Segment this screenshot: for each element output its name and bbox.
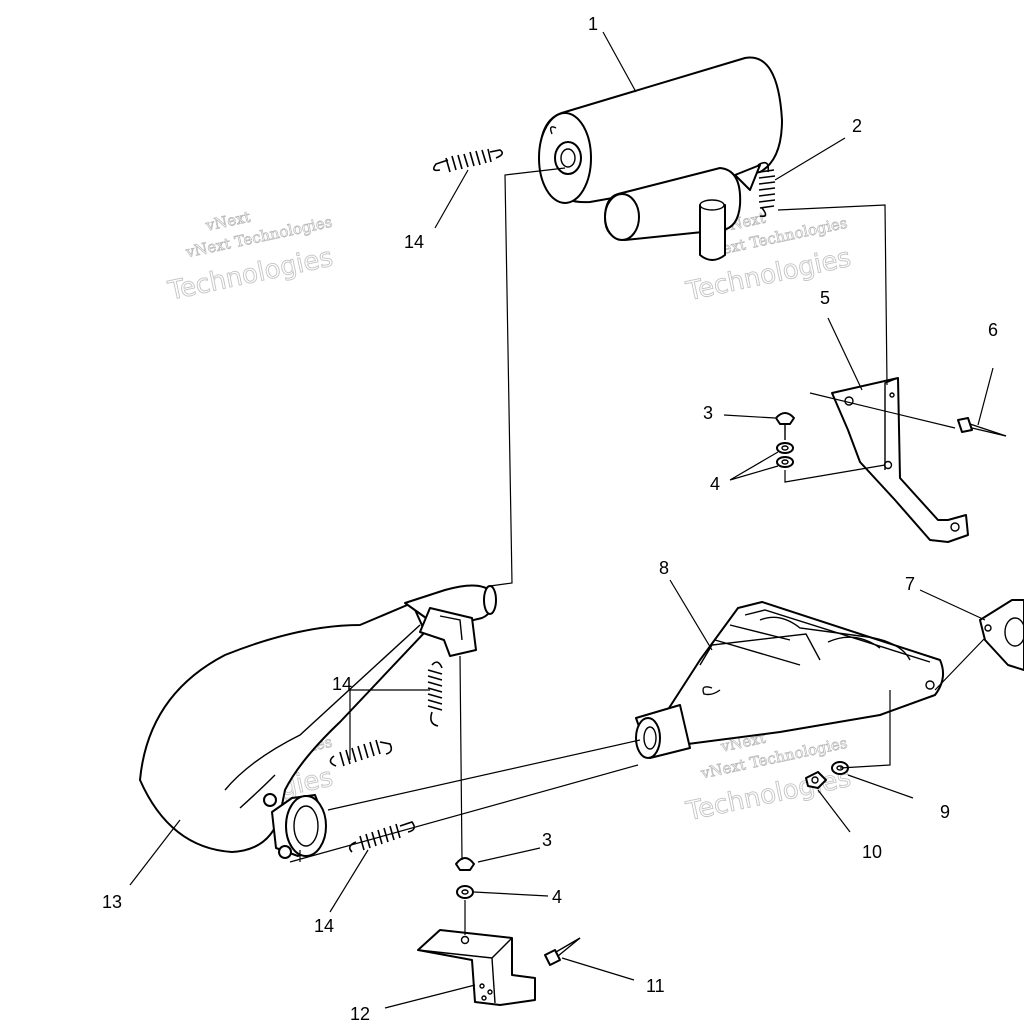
rivet-3-upper	[775, 412, 795, 440]
callout-8: 8	[659, 558, 669, 578]
spring-14-top	[432, 148, 504, 173]
washers-4-upper	[776, 442, 794, 468]
callout-11: 11	[646, 976, 665, 996]
exhaust-pipe	[139, 584, 497, 859]
spring-14-bottom	[348, 821, 416, 853]
watermark-top-left: vNext vNext Technologies Technologies	[164, 207, 335, 307]
callout-14-middle: 14	[332, 674, 352, 694]
callout-3-lower: 3	[542, 830, 552, 850]
callout-leaders	[129, 31, 994, 1009]
callout-12: 12	[350, 1004, 370, 1024]
callout-4-upper: 4	[710, 474, 720, 494]
washer-4-lower	[456, 885, 474, 899]
bolt-11	[544, 937, 581, 966]
lower-bracket	[417, 929, 536, 1006]
callout-7: 7	[905, 574, 915, 594]
spring-14-middle	[329, 739, 393, 767]
assembly-lines	[289, 167, 986, 935]
muffler-bracket	[831, 377, 969, 543]
callout-13: 13	[102, 892, 122, 912]
spring-2	[757, 161, 776, 218]
spring-14-vertical	[427, 661, 443, 727]
bolt-6	[957, 417, 1007, 437]
callout-3-upper: 3	[703, 403, 713, 423]
rivet-3-lower	[455, 857, 475, 871]
callout-14-bottom: 14	[314, 916, 334, 936]
callout-5: 5	[820, 288, 830, 308]
callout-4-lower: 4	[552, 887, 562, 907]
callout-6: 6	[988, 320, 998, 340]
nut-10	[805, 771, 827, 789]
callout-10: 10	[862, 842, 882, 862]
callout-14-top: 14	[404, 232, 424, 252]
callout-labels: 1 2 14 5 6 3 4 7 8 14 9 10 3 4 13 14 11 …	[102, 14, 998, 1024]
exhaust-manifold	[635, 601, 945, 759]
callout-9: 9	[940, 802, 950, 822]
callout-1: 1	[588, 14, 598, 34]
callout-2: 2	[852, 116, 862, 136]
gasket	[979, 599, 1024, 671]
